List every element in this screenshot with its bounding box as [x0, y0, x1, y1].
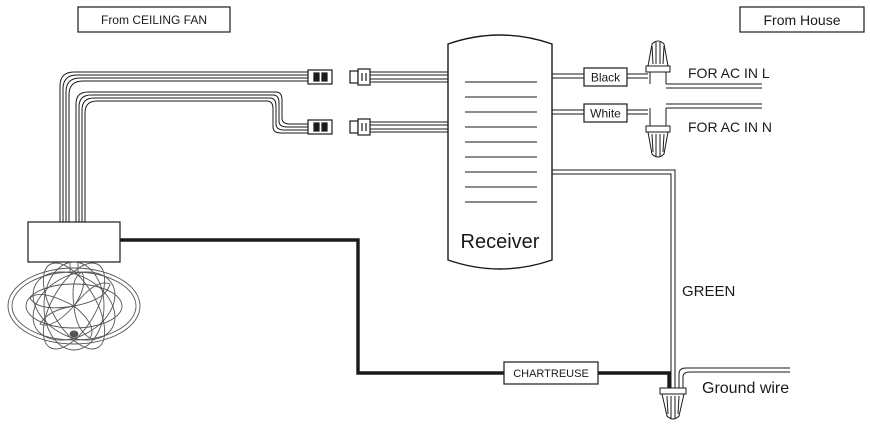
from-ceiling-fan-text: From CEILING FAN [101, 13, 207, 27]
white-label: White [590, 107, 621, 121]
fan-plug-lower [307, 119, 333, 135]
black-label: Black [591, 71, 621, 85]
from-house-label: From House [739, 6, 865, 33]
fan-wire-bundle-upper [59, 71, 308, 222]
receiver-unit: Receiver [447, 34, 553, 270]
wire-nut-l [645, 40, 671, 84]
white-label-box: White [583, 103, 628, 123]
chartreuse-wire [120, 238, 671, 388]
receiver-socket-lower [349, 118, 371, 136]
for-ac-in-l-label: FOR AC IN L [688, 65, 770, 81]
receiver-input-wires [370, 71, 448, 133]
chartreuse-label: CHARTREUSE [513, 368, 589, 380]
black-lead [552, 73, 648, 79]
green-wire [552, 169, 676, 388]
receiver-vent-lines [465, 81, 537, 203]
white-lead [552, 109, 648, 115]
fan-wire-bundle-lower [75, 91, 308, 222]
house-ground-wire [678, 367, 790, 388]
ceiling-fan-icon [7, 261, 141, 351]
wire-nut-n [645, 108, 671, 158]
receiver-label: Receiver [461, 231, 540, 253]
from-ceiling-fan-label: From CEILING FAN [77, 6, 231, 33]
black-label-box: Black [583, 67, 628, 87]
ground-wire-label: Ground wire [702, 380, 789, 397]
house-ac-wires [666, 83, 762, 109]
from-house-text: From House [763, 12, 840, 28]
fan-control-box [27, 221, 121, 263]
fan-plug-upper [307, 69, 333, 85]
chartreuse-label-box: CHARTREUSE [503, 361, 599, 385]
green-label: GREEN [682, 283, 735, 300]
receiver-socket-upper [349, 68, 371, 86]
ground-wire-nut [659, 387, 687, 420]
for-ac-in-n-label: FOR AC IN N [688, 119, 772, 135]
